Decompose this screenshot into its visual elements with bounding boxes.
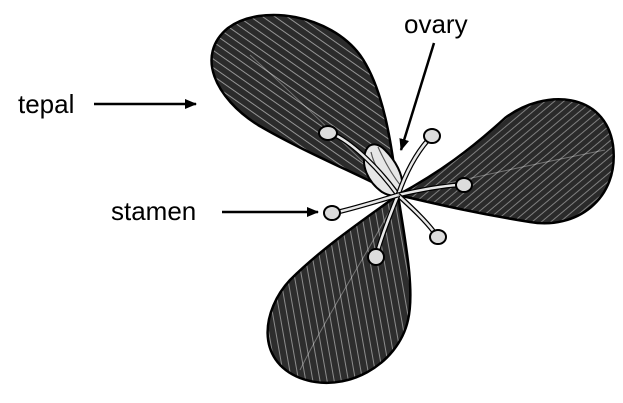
ovary [364,144,402,195]
label-ovary: ovary [404,9,468,39]
tepal-right [398,99,614,223]
label-stamen: stamen [111,196,196,226]
label-tepal: tepal [18,89,74,119]
